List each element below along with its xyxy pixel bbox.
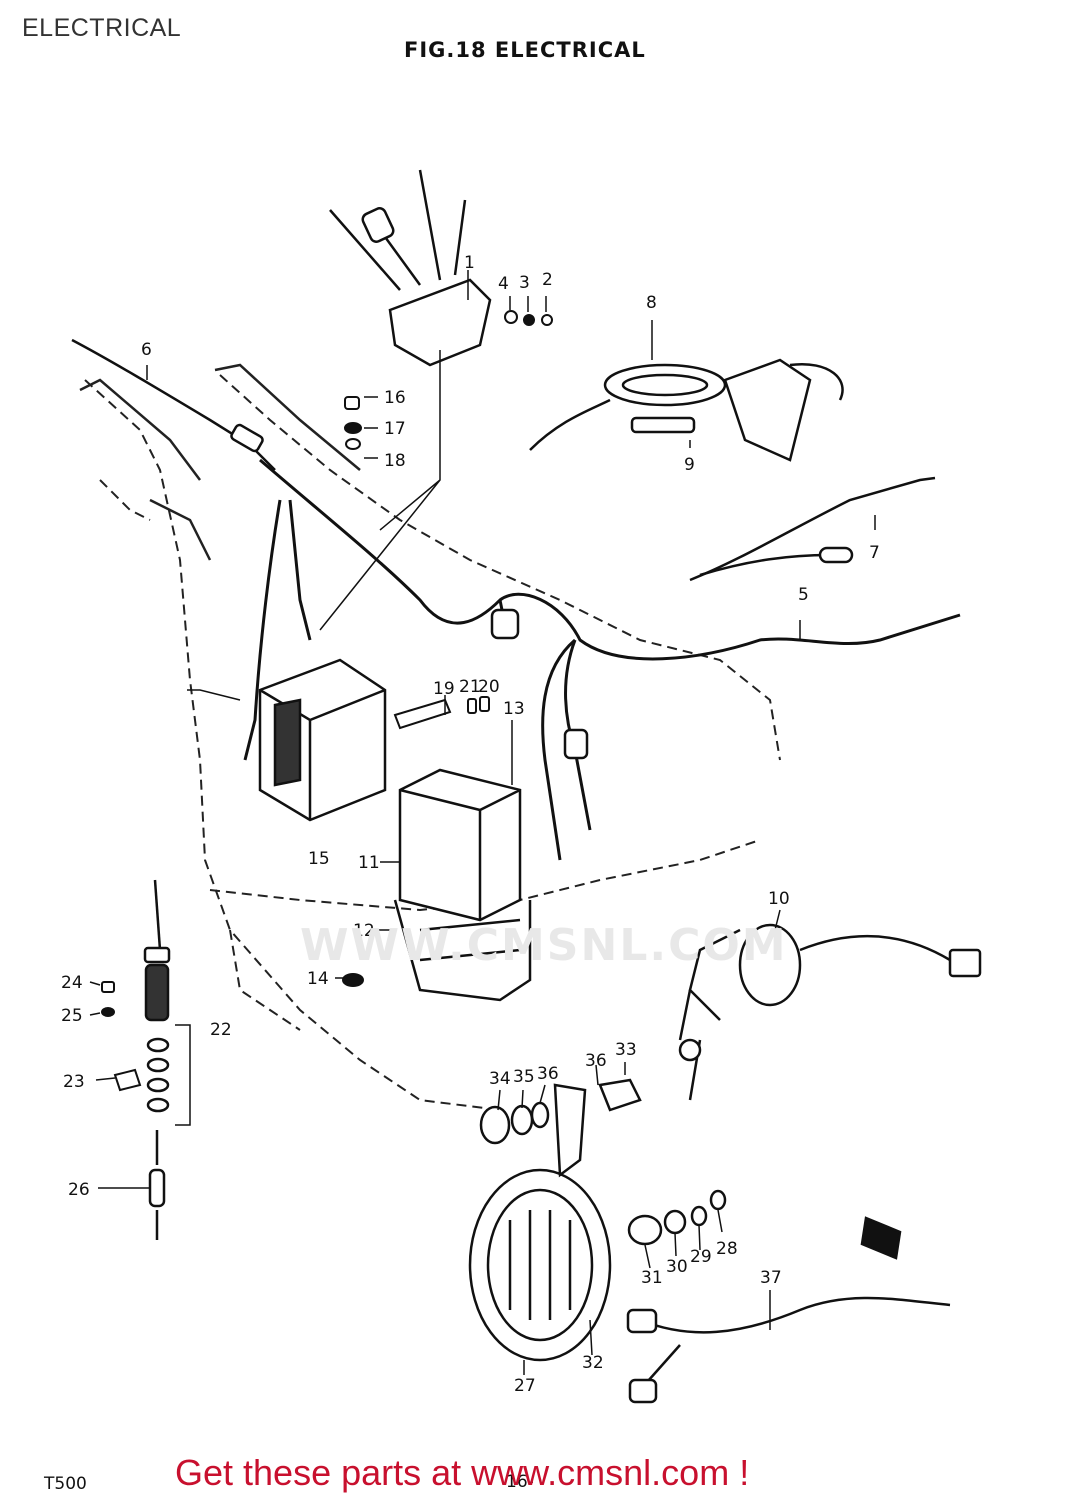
callout-10: 10 — [768, 889, 790, 909]
callout-19: 19 — [433, 679, 455, 699]
callout-24: 24 — [61, 973, 83, 993]
callout-32: 32 — [582, 1353, 604, 1373]
callout-4: 4 — [498, 274, 509, 294]
callout-2: 2 — [542, 270, 553, 290]
frame-tubes — [79, 363, 361, 561]
callout-9: 9 — [684, 455, 695, 475]
callout-30: 30 — [666, 1257, 688, 1277]
tail-light-8 — [529, 358, 844, 462]
callout-8: 8 — [646, 293, 657, 313]
callout-21: 21 — [459, 677, 481, 697]
callout-37: 37 — [760, 1268, 782, 1288]
callout-labels: 1 2 3 4 5 6 7 8 9 10 11 12 13 14 15 16 1… — [61, 253, 880, 1396]
callout-35: 35 — [513, 1067, 535, 1087]
horn-27 — [468, 1078, 727, 1362]
wire-7 — [689, 476, 936, 582]
page-title: ELECTRICAL — [22, 14, 182, 42]
callout-28: 28 — [716, 1239, 738, 1259]
frame-outline — [84, 374, 781, 1111]
wiring-harness-5 — [243, 458, 961, 861]
callout-33: 33 — [615, 1040, 637, 1060]
callout-27: 27 — [514, 1376, 536, 1396]
callout-11: 11 — [358, 853, 380, 873]
footer-parts-link[interactable]: Get these parts at www.cmsnl.com ! — [175, 1452, 750, 1493]
wire-37 — [626, 1216, 951, 1404]
switch-unit-1 — [329, 169, 492, 367]
model-label: T500 — [44, 1474, 87, 1494]
callout-20: 20 — [478, 677, 500, 697]
watermark: WWW.CMSNL.COM — [300, 920, 788, 971]
callout-16: 16 — [384, 388, 406, 408]
small-hardware — [101, 310, 553, 1092]
figure-title: FIG.18 ELECTRICAL — [404, 38, 646, 62]
callout-14: 14 — [307, 969, 329, 989]
callout-29: 29 — [690, 1247, 712, 1267]
page-number: 16- — [506, 1472, 534, 1492]
wire-6 — [71, 338, 276, 471]
callout-7: 7 — [869, 543, 880, 563]
callout-23: 23 — [63, 1072, 85, 1092]
callout-26: 26 — [68, 1180, 90, 1200]
callout-5: 5 — [798, 585, 809, 605]
callout-22: 22 — [210, 1020, 232, 1040]
callout-12: 12 — [353, 921, 375, 941]
callout-3: 3 — [519, 273, 530, 293]
callout-31: 31 — [641, 1268, 663, 1288]
callout-13: 13 — [503, 699, 525, 719]
callout-25: 25 — [61, 1006, 83, 1026]
callout-1: 1 — [464, 253, 475, 273]
leader-lines — [89, 270, 876, 1375]
regulator-15 — [258, 658, 387, 822]
callout-18: 18 — [384, 451, 406, 471]
neutral-switch-22 — [143, 879, 171, 1240]
callout-34: 34 — [489, 1069, 511, 1089]
battery-11 — [393, 768, 532, 1002]
callout-36b: 36 — [585, 1051, 607, 1071]
callout-17: 17 — [384, 419, 406, 439]
ignition-switch-10 — [678, 923, 982, 1101]
callout-6: 6 — [141, 340, 152, 360]
callout-36: 36 — [537, 1064, 559, 1084]
callout-15: 15 — [308, 849, 330, 869]
